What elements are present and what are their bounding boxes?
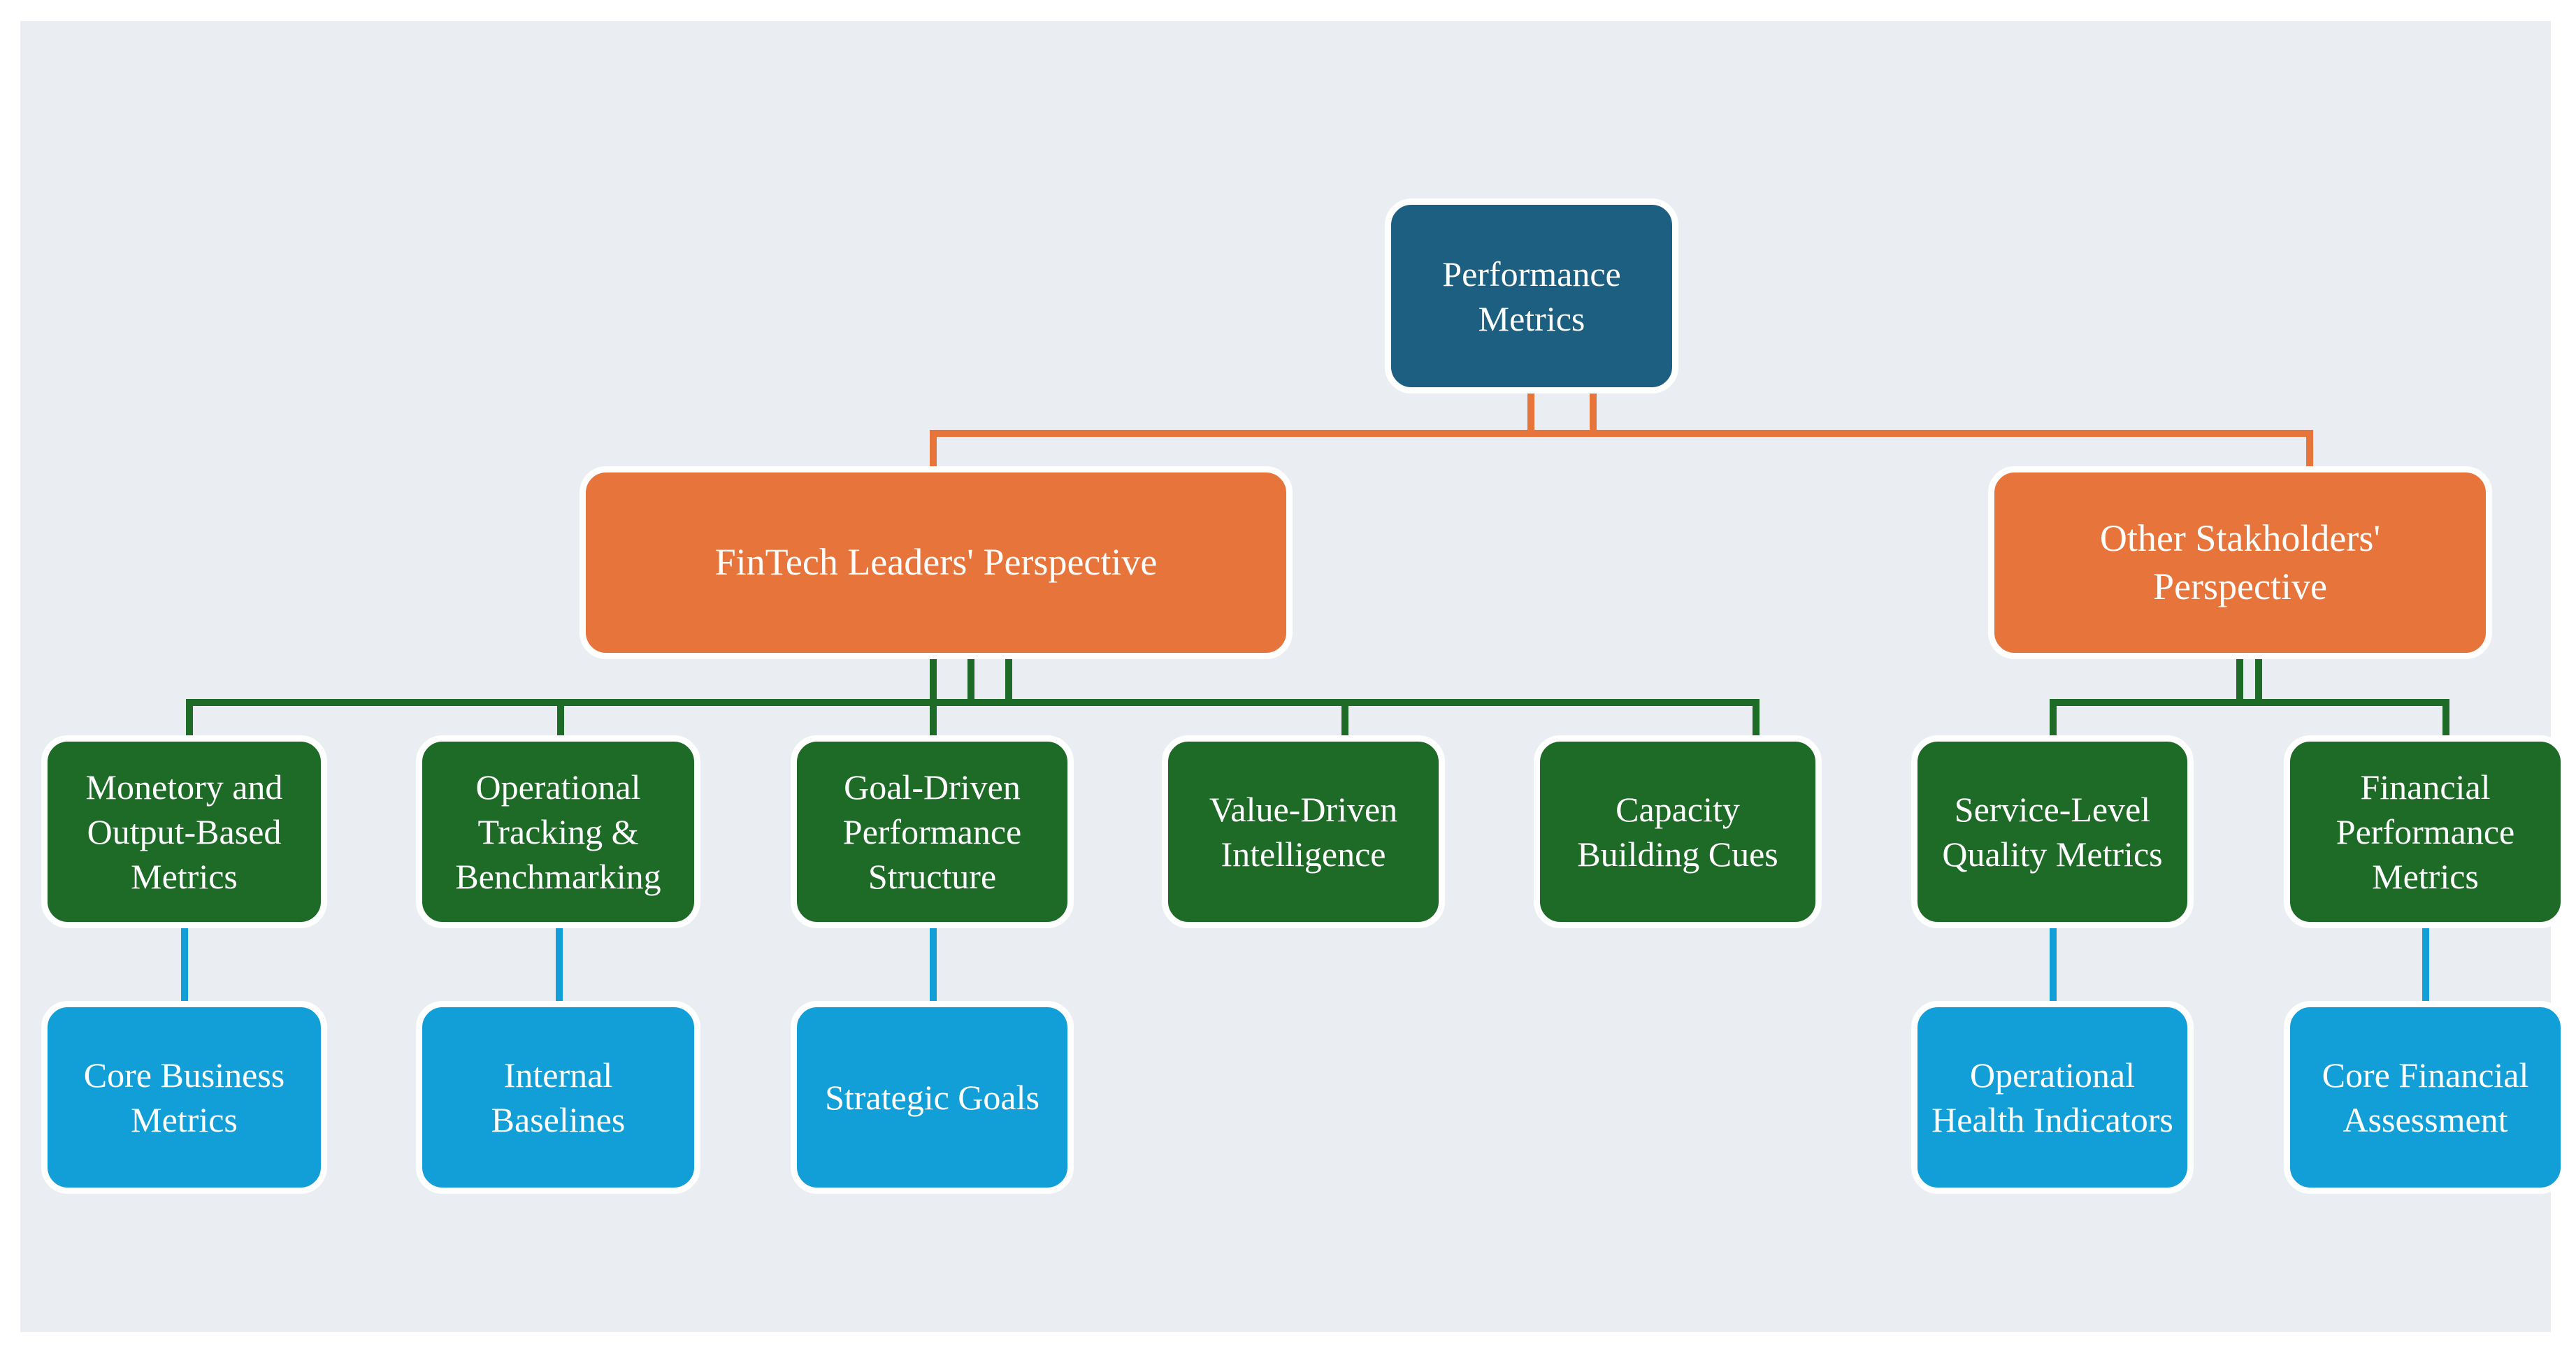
- connector-fintech-stub-2: [967, 654, 974, 706]
- connector-root-stub-left: [1527, 388, 1534, 437]
- node-goal-driven-performance-structure: Goal-Driven Performance Structure: [791, 735, 1074, 928]
- node-operational-health-indicators-label: Operational Health Indicators: [1931, 1055, 2173, 1139]
- connector-fintech-stub-1: [930, 654, 937, 706]
- connector-financial-assessment: [2422, 919, 2429, 1009]
- connector-goal-strategic: [930, 919, 937, 1009]
- node-performance-metrics: Performance Metrics: [1385, 199, 1678, 394]
- node-operational-tracking-benchmarking-label: Operational Tracking & Benchmarking: [455, 767, 661, 896]
- connector-drop-fintech: [930, 430, 937, 482]
- connector-stakeholders-stub-2: [2255, 654, 2262, 706]
- node-fintech-leaders-perspective-label: FinTech Leaders' Perspective: [714, 541, 1158, 584]
- node-other-stakeholders-perspective-label: Other Stakholders' Perspective: [2099, 517, 2381, 607]
- node-strategic-goals-label: Strategic Goals: [825, 1078, 1039, 1117]
- connector-drop-goal: [930, 699, 937, 742]
- node-value-driven-intelligence: Value-Driven Intelligence: [1162, 735, 1445, 928]
- node-operational-health-indicators: Operational Health Indicators: [1911, 1001, 2194, 1194]
- connector-fintech-stub-3: [1005, 654, 1012, 706]
- connector-drop-monetory: [186, 699, 193, 742]
- node-core-business-metrics: Core Business Metrics: [41, 1001, 327, 1194]
- node-operational-tracking-benchmarking: Operational Tracking & Benchmarking: [416, 735, 700, 928]
- connector-category-bus-right: [2050, 699, 2449, 706]
- connector-root-stub-right: [1590, 388, 1597, 437]
- node-core-business-metrics-label: Core Business Metrics: [83, 1055, 285, 1139]
- connector-drop-stakeholders: [2306, 430, 2313, 482]
- node-monetory-output-based-metrics-label: Monetory and Output-Based Metrics: [85, 767, 283, 896]
- connector-service-health: [2050, 919, 2057, 1009]
- connector-drop-capacity: [1753, 699, 1760, 742]
- connector-perspective-bus: [930, 430, 2313, 437]
- node-other-stakeholders-perspective: Other Stakholders' Perspective: [1988, 466, 2492, 659]
- node-service-level-quality-metrics-label: Service-Level Quality Metrics: [1942, 790, 2163, 874]
- connector-stakeholders-stub-1: [2236, 654, 2243, 706]
- node-internal-baselines-label: Internal Baselines: [491, 1055, 626, 1139]
- connector-drop-tracking: [557, 699, 564, 742]
- node-capacity-building-cues: Capacity Building Cues: [1534, 735, 1822, 928]
- connector-monetory-corebusiness: [181, 919, 188, 1009]
- node-goal-driven-performance-structure-label: Goal-Driven Performance Structure: [842, 767, 1022, 896]
- connector-drop-service: [2050, 699, 2057, 742]
- connector-tracking-baselines: [556, 919, 563, 1009]
- node-core-financial-assessment-label: Core Financial Assessment: [2322, 1055, 2529, 1139]
- connector-drop-value: [1341, 699, 1348, 742]
- node-value-driven-intelligence-label: Value-Driven Intelligence: [1209, 790, 1398, 874]
- node-financial-performance-metrics: Financial Performance Metrics: [2284, 735, 2567, 928]
- node-financial-performance-metrics-label: Financial Performance Metrics: [2336, 767, 2515, 896]
- diagram-panel: Performance Metrics FinTech Leaders' Per…: [20, 21, 2567, 1332]
- node-capacity-building-cues-label: Capacity Building Cues: [1577, 790, 1778, 874]
- node-service-level-quality-metrics: Service-Level Quality Metrics: [1911, 735, 2194, 928]
- node-performance-metrics-label: Performance Metrics: [1442, 254, 1621, 338]
- connector-drop-financial: [2442, 699, 2449, 742]
- connector-category-bus-left: [186, 699, 1760, 706]
- node-core-financial-assessment: Core Financial Assessment: [2284, 1001, 2567, 1194]
- node-strategic-goals: Strategic Goals: [791, 1001, 1074, 1194]
- node-internal-baselines: Internal Baselines: [416, 1001, 700, 1194]
- node-fintech-leaders-perspective: FinTech Leaders' Perspective: [580, 466, 1293, 659]
- node-monetory-output-based-metrics: Monetory and Output-Based Metrics: [41, 735, 327, 928]
